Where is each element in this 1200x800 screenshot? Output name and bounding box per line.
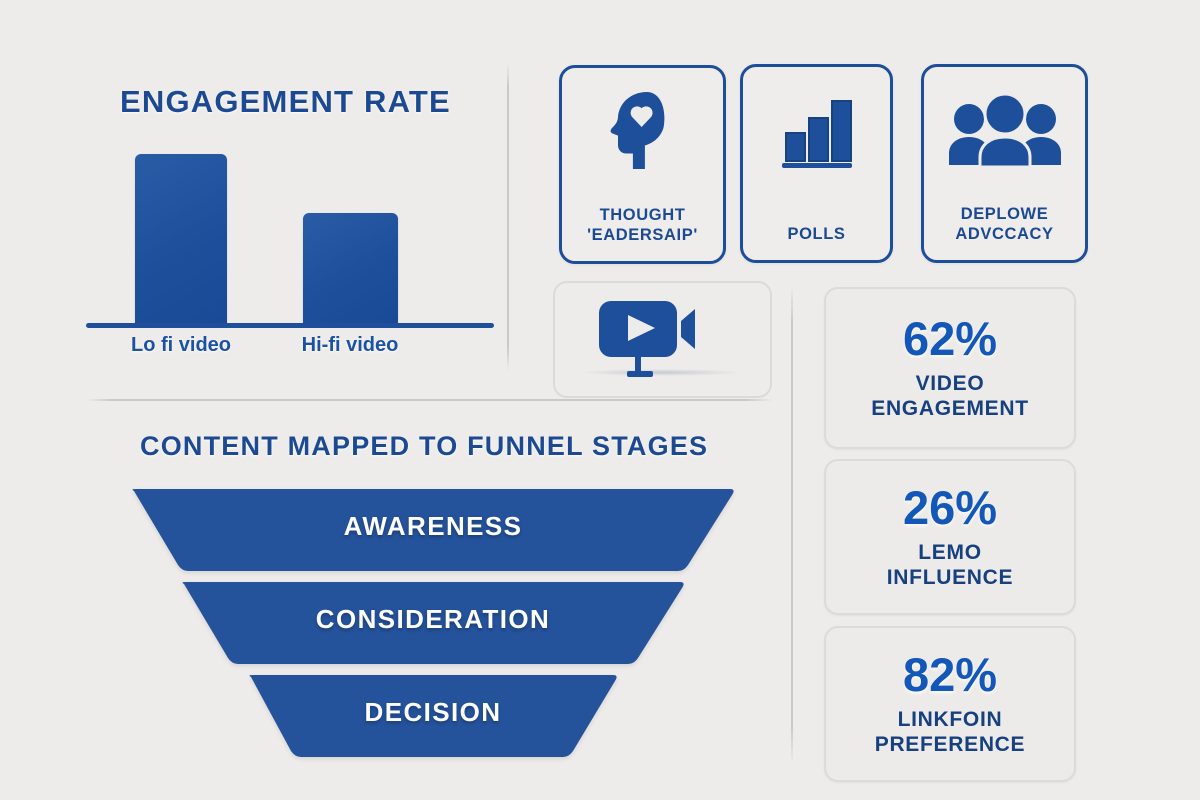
video-card[interactable] xyxy=(553,281,772,398)
tactic-card-label-line2: 'EADERSAIP' xyxy=(587,225,698,244)
tactic-card-label-line2: ADVCCACY xyxy=(955,224,1054,243)
stat-label: VIDEO ENGAGEMENT xyxy=(871,372,1029,421)
tactic-card-employee-advocacy[interactable]: DEPLOWE ADVCCACY xyxy=(921,64,1088,263)
bar-label-lo-fi-video: Lo fi video xyxy=(131,334,231,356)
bar-chart-icon xyxy=(778,95,856,174)
funnel-stage-label: CONSIDERATION xyxy=(315,604,551,634)
bar-hi-fi-video xyxy=(303,213,398,324)
video-camera-icon xyxy=(597,297,722,382)
bar-lo-fi-video xyxy=(135,154,227,324)
chart-plot-area xyxy=(80,138,500,328)
tactic-card-label-line1: DEPLOWE xyxy=(960,205,1049,224)
chart-baseline xyxy=(86,323,494,328)
bar-label-hi-fi-video: Hi-fi video xyxy=(301,334,399,356)
divider-horizontal xyxy=(85,399,773,401)
funnel-stage-label: AWARENESS xyxy=(343,511,523,541)
stat-value: 82% xyxy=(902,648,998,702)
chart-title: ENGAGEMENT RATE xyxy=(120,84,451,119)
funnel-title: CONTENT MAPPED TO FUNNEL STAGES xyxy=(140,431,709,461)
stat-value: 26% xyxy=(902,481,998,535)
stat-label-line2: INFLUENCE xyxy=(886,565,1014,589)
tactic-card-label: DEPLOWE ADVCCACY xyxy=(955,205,1053,244)
engagement-rate-chart: ENGAGEMENT RATE Lo fi video Hi-fi video xyxy=(80,72,500,372)
people-group-icon xyxy=(947,92,1063,172)
stat-label-line1: LINKFOIN xyxy=(897,708,1003,732)
divider-vertical-left xyxy=(507,63,509,371)
video-icon-shadow xyxy=(581,369,741,376)
tactic-card-polls[interactable]: POLLS xyxy=(740,64,893,263)
stat-label-line2: PREFERENCE xyxy=(874,732,1026,756)
tactic-card-label: THOUGHT 'EADERSAIP' xyxy=(587,206,698,245)
stat-card-demo-influence[interactable]: 26% LEMO INFLUENCE xyxy=(824,459,1076,615)
divider-vertical-right xyxy=(791,285,793,765)
funnel-stage-decision[interactable]: DECISION xyxy=(243,673,623,759)
funnel-diagram: CONTENT MAPPED TO FUNNEL STAGES AWARENES… xyxy=(90,425,780,775)
tactic-card-label-line1: THOUGHT xyxy=(599,206,686,225)
stat-value: 62% xyxy=(902,312,998,366)
funnel-stage-label: DECISION xyxy=(364,697,502,727)
stat-label-line1: LEMO xyxy=(918,541,982,565)
stat-label: LINKFOIN PREFERENCE xyxy=(875,708,1026,757)
stat-label-line1: VIDEO xyxy=(915,372,985,396)
tactic-card-label-line1: POLLS xyxy=(787,224,846,243)
tactic-card-label: POLLS xyxy=(787,225,845,244)
funnel-stage-awareness[interactable]: AWARENESS xyxy=(126,487,740,573)
stat-card-linkedin-preference[interactable]: 82% LINKFOIN PREFERENCE xyxy=(824,626,1076,782)
stat-label: LEMO INFLUENCE xyxy=(887,541,1013,590)
stat-card-video-engagement[interactable]: 62% VIDEO ENGAGEMENT xyxy=(824,287,1076,449)
stat-label-line2: ENGAGEMENT xyxy=(871,396,1029,420)
tactic-card-thought-leadership[interactable]: THOUGHT 'EADERSAIP' xyxy=(559,65,726,264)
funnel-stage-consideration[interactable]: CONSIDERATION xyxy=(176,580,690,666)
head-heart-icon xyxy=(607,90,679,177)
